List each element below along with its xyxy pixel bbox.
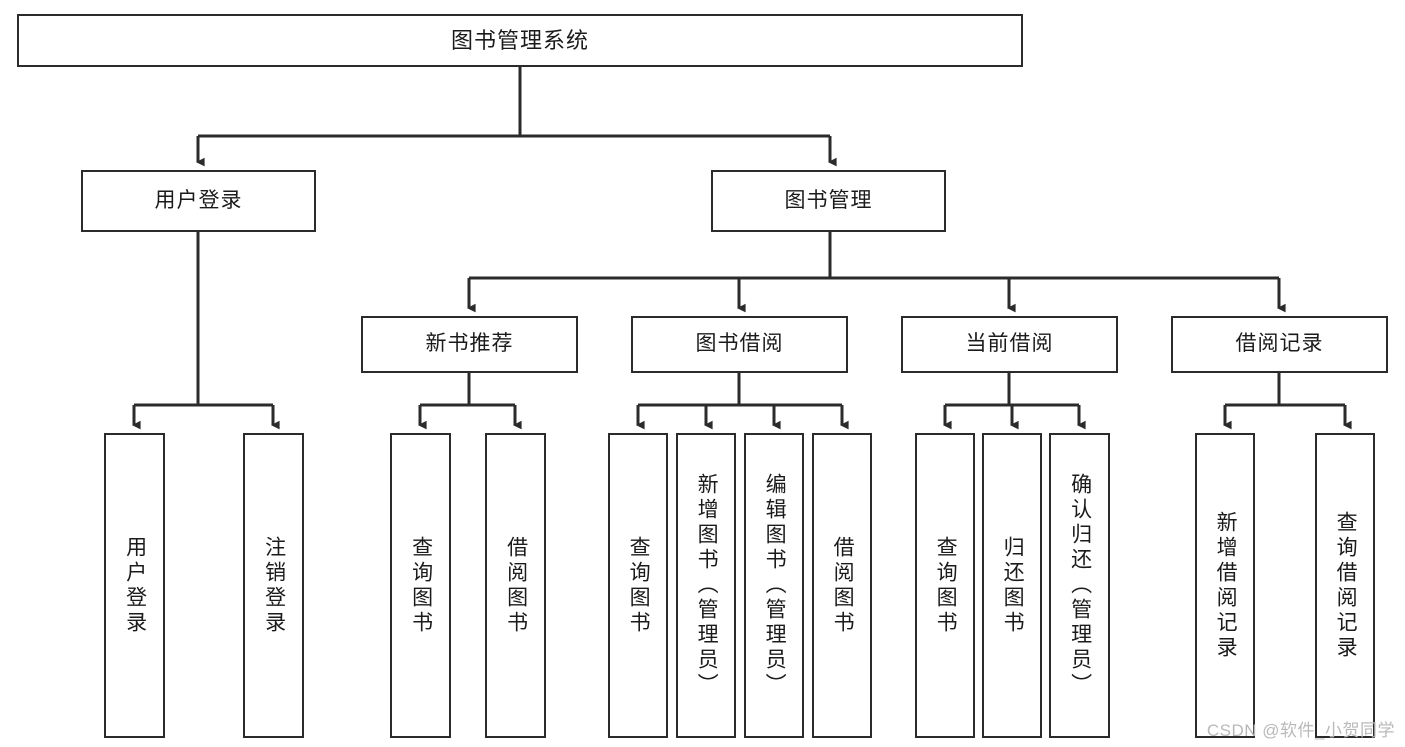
leaf-node-label: 用户登录: [123, 535, 147, 636]
leaf-node-label: 借阅图书: [504, 535, 528, 636]
leaf-node-logout[interactable]: 注销登录: [243, 433, 304, 738]
leaf-node-query-book-current[interactable]: 查询图书: [915, 433, 975, 738]
node-root[interactable]: 图书管理系统: [17, 14, 1023, 67]
leaf-node-label: 归还图书: [1001, 535, 1025, 636]
leaf-node-label: 查询图书: [627, 535, 651, 636]
node-level2-new-book-recommend-label: 新书推荐: [425, 332, 514, 356]
leaf-node-label: 借阅图书: [831, 535, 855, 636]
leaf-node-label: 查询图书: [409, 535, 433, 636]
node-level2-current-borrow-label: 当前借阅: [965, 332, 1054, 356]
node-level2-book-borrow[interactable]: 图书借阅: [631, 316, 848, 373]
leaf-node-user-login[interactable]: 用户登录: [104, 433, 165, 738]
node-root-label: 图书管理系统: [450, 27, 589, 53]
leaf-node-return-book[interactable]: 归还图书: [982, 433, 1042, 738]
leaf-node-edit-book-admin[interactable]: 编辑图书（管理员）: [744, 433, 804, 738]
leaf-node-query-borrow-record[interactable]: 查询借阅记录: [1315, 433, 1375, 738]
node-level2-book-borrow-label: 图书借阅: [695, 332, 784, 356]
node-level2-current-borrow[interactable]: 当前借阅: [901, 316, 1118, 373]
leaf-node-label: 编辑图书（管理员）: [763, 473, 787, 698]
node-level1-user-login[interactable]: 用户登录: [81, 170, 316, 232]
csdn-watermark: CSDN @软件_小贺同学: [1206, 721, 1395, 740]
leaf-node-confirm-return-admin[interactable]: 确认归还（管理员）: [1049, 433, 1110, 738]
leaf-node-label: 查询图书: [934, 535, 958, 636]
node-level2-borrow-record[interactable]: 借阅记录: [1171, 316, 1388, 373]
leaf-node-label: 查询借阅记录: [1334, 510, 1358, 661]
leaf-node-query-book-borrow[interactable]: 查询图书: [608, 433, 668, 738]
leaf-node-label: 新增图书（管理员）: [695, 473, 719, 698]
node-level1-user-login-label: 用户登录: [154, 188, 243, 212]
leaf-node-label: 注销登录: [262, 535, 286, 636]
leaf-node-label: 确认归还（管理员）: [1068, 473, 1092, 698]
node-level1-book-management[interactable]: 图书管理: [711, 170, 946, 232]
leaf-node-label: 新增借阅记录: [1214, 510, 1238, 661]
node-level2-new-book-recommend[interactable]: 新书推荐: [361, 316, 578, 373]
leaf-node-query-book-recommend[interactable]: 查询图书: [390, 433, 451, 738]
leaf-node-borrow-book[interactable]: 借阅图书: [812, 433, 872, 738]
leaf-node-add-book-admin[interactable]: 新增图书（管理员）: [676, 433, 736, 738]
leaf-node-add-borrow-record[interactable]: 新增借阅记录: [1195, 433, 1255, 738]
node-level2-borrow-record-label: 借阅记录: [1235, 332, 1324, 356]
node-level1-book-management-label: 图书管理: [784, 188, 873, 212]
leaf-node-borrow-book-recommend[interactable]: 借阅图书: [485, 433, 546, 738]
